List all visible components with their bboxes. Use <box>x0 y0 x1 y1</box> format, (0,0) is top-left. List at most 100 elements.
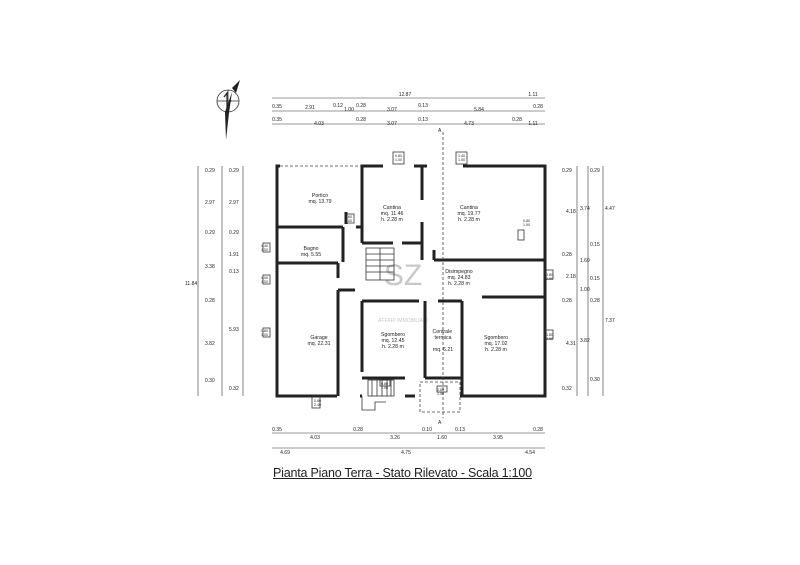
dim-label: 1.00 <box>344 107 354 113</box>
dim-label: 0.15 <box>590 242 600 248</box>
dim-label: 4.18 <box>566 209 576 215</box>
opening-label-line: 2.00 <box>546 337 553 341</box>
opening-label-line: 1.00 <box>261 280 268 284</box>
dim-label: 0.13 <box>418 103 428 109</box>
dim-total-height: 11.84 <box>185 281 197 287</box>
room-area: mq. 24.83 <box>447 275 470 281</box>
room-name: Sgombero <box>484 335 508 341</box>
dim-label: 1.00 <box>580 287 590 293</box>
right-dimensions: 0.29 4.18 0.28 2.18 0.28 4.31 0.32 0.29 … <box>562 166 615 396</box>
dim-label: 0.32 <box>562 386 572 392</box>
dim-label: 4.75 <box>401 450 411 456</box>
watermark-logo: SZ <box>384 259 422 292</box>
dim-label: 0.28 <box>356 117 366 123</box>
bottom-dimensions: 0.35 4.03 0.28 3.26 0.10 1.60 0.13 3.95 … <box>272 427 545 456</box>
opening-label-line: 1.00 <box>458 158 465 162</box>
room-height: h. 2.28 m <box>382 344 404 350</box>
room-height: h. 2.28 m <box>381 217 403 223</box>
room-name: Centrale termica <box>432 329 453 341</box>
room-name: Bagno <box>303 246 318 252</box>
dim-label: 0.29 <box>562 168 572 174</box>
opening-label-line: 1.00 <box>395 158 402 162</box>
opening-markers <box>262 151 554 409</box>
dim-label: 0.29 <box>590 168 600 174</box>
dim-label: 1.60 <box>580 258 590 264</box>
dim-label: 0.29 <box>205 168 215 174</box>
dim-label: 2.91 <box>305 105 315 111</box>
dim-label: 0.32 <box>229 386 239 392</box>
opening-label-line: 0.80 <box>523 219 530 223</box>
dim-total-width: 12.87 <box>399 92 412 98</box>
north-arrow-icon <box>216 80 240 140</box>
dim-label: 2.97 <box>229 200 239 206</box>
dim-label: 7.37 <box>605 318 615 324</box>
dim-label: 0.29 <box>229 230 239 236</box>
opening-label-line: 0.80 <box>546 333 553 337</box>
room-height: h. 2.28 m <box>485 347 507 353</box>
opening-label-line: 1.00 <box>345 219 352 223</box>
opening-label-line: 2.00 <box>546 277 553 281</box>
room-name-line2: termica <box>434 335 451 341</box>
dim-label: 4.69 <box>280 450 290 456</box>
opening-label-line: 1.00 <box>261 276 268 280</box>
dim-label: 0.13 <box>455 427 465 433</box>
section-mark-bottom: A <box>438 420 442 426</box>
dim-label: 1.11 <box>528 92 538 98</box>
room-area: mq. 12.45 <box>381 338 404 344</box>
dim-label: 0.13 <box>229 269 239 275</box>
opening-label-line: 1.60 <box>345 215 352 219</box>
watermark: SZ AFFARI IMMOBILIARI <box>378 259 428 324</box>
dim-label: 0.29 <box>229 168 239 174</box>
dim-label: 4.03 <box>314 121 324 127</box>
room-area: mq. 19.77 <box>457 211 480 217</box>
opening-label-line: 0.80 <box>395 154 402 158</box>
watermark-text: AFFARI IMMOBILIARI <box>378 318 428 324</box>
dim-label: 2.18 <box>566 274 576 280</box>
dim-label: 0.28 <box>512 117 522 123</box>
dim-label: 0.28 <box>205 298 215 304</box>
opening-label-line: 0.80 <box>437 388 444 392</box>
room-height: h. 2.28 m <box>458 217 480 223</box>
dim-label: 0.30 <box>205 378 215 384</box>
room-name: Garage <box>310 335 327 341</box>
dim-label: 0.28 <box>533 104 543 110</box>
opening-label-line: 1.00 <box>261 248 268 252</box>
left-dimensions: 11.84 0.29 2.97 0.29 3.38 0.28 3.82 0.30… <box>185 166 244 396</box>
dim-label: 3.95 <box>493 435 503 441</box>
opening-label-line: 0.80 <box>546 273 553 277</box>
room-area: mq. 5.55 <box>301 252 321 258</box>
dim-label: 0.28 <box>533 427 543 433</box>
room-name: Disimpegno <box>445 269 473 275</box>
room-area: mq. 6.21 <box>433 347 453 353</box>
dim-label: 1.91 <box>229 252 239 258</box>
dim-label: 3.26 <box>390 435 400 441</box>
dim-label: 0.35 <box>272 117 282 123</box>
opening-label-line: 1.00 <box>523 223 530 227</box>
dim-label: 1.60 <box>437 435 447 441</box>
room-area: mq. 11.46 <box>381 211 404 217</box>
room-name: Sgombero <box>381 332 405 338</box>
room-name-line1: Centrale <box>432 329 452 335</box>
dim-label: 0.30 <box>590 377 600 383</box>
dim-label: 5.84 <box>474 107 484 113</box>
dim-label: 3.82 <box>205 341 215 347</box>
dim-label: 3.82 <box>580 338 590 344</box>
opening-label-line: 0.80 <box>314 399 321 403</box>
dim-label: 0.28 <box>353 427 363 433</box>
dim-label: 0.28 <box>562 252 572 258</box>
opening-label-line: 1.00 <box>381 386 388 390</box>
dim-label: 0.28 <box>590 298 600 304</box>
dim-label: 4.31 <box>566 341 576 347</box>
dim-label: 3.38 <box>205 264 215 270</box>
opening-label-line: 1.40 <box>458 154 465 158</box>
